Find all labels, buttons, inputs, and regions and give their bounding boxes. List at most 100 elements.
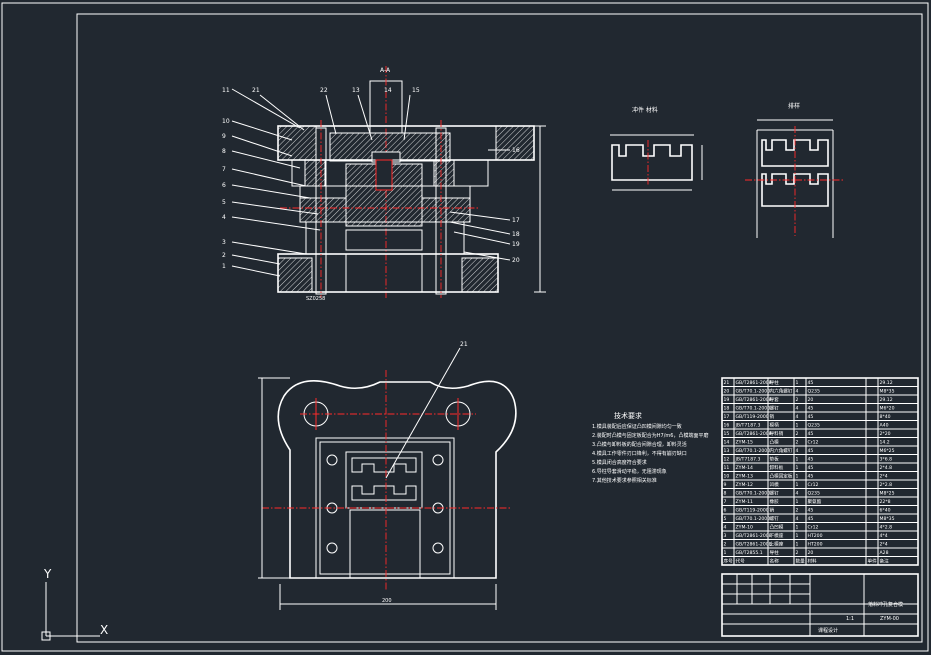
bom-cell: 11 xyxy=(724,465,730,471)
bom-cell: 1 xyxy=(796,457,799,463)
svg-text:6.导柱导套滑动平稳，无阻滞现象: 6.导柱导套滑动平稳，无阻滞现象 xyxy=(592,468,667,475)
bom-cell: GB/T2861-2008 xyxy=(736,431,772,437)
bom-cell: GB/T70.1-2000 xyxy=(736,516,771,522)
bom-cell: Q235 xyxy=(808,423,820,429)
bom-cell: GB/T2855.1 xyxy=(736,550,763,556)
ucs-axis-icon: Y X xyxy=(41,567,108,641)
svg-text:14: 14 xyxy=(384,87,392,94)
bom-cell: 6*40 xyxy=(880,508,891,514)
bom-cell: ZYM-12 xyxy=(736,482,753,488)
bom-cell: 20 xyxy=(808,397,814,403)
bom-cell: 5 xyxy=(724,516,727,522)
svg-text:5.模具闭合高度符合要求: 5.模具闭合高度符合要求 xyxy=(592,459,647,466)
bom-cell: GB/T119-2000 xyxy=(736,508,769,514)
bom-cell: 2 xyxy=(796,508,799,514)
bom-cell: 29.12 xyxy=(880,397,893,403)
bom-header-cell: 名称 xyxy=(770,558,780,565)
title-block[interactable]: 落料冲孔复合模 ZYM-00 1:1 课程设计 xyxy=(721,573,919,637)
part-label: 冲件 材料 xyxy=(632,106,658,114)
bom-cell: 凹模 xyxy=(770,481,780,488)
bom-cell: Q235 xyxy=(808,389,820,395)
bom-cell: 导柱 xyxy=(770,379,780,386)
bom-header-cell: 材料 xyxy=(808,558,818,565)
bom-cell: 10 xyxy=(724,474,730,480)
svg-text:2.装配时凸模与固定板配合为H7/m6，凸模端面平磨: 2.装配时凸模与固定板配合为H7/m6，凸模端面平磨 xyxy=(592,432,708,439)
bom-cell: GB/T70.1-2000 xyxy=(736,448,771,454)
bom-cell: 14.2 xyxy=(880,440,890,446)
svg-text:5: 5 xyxy=(222,199,226,206)
bom-cell: Cr12 xyxy=(808,482,819,488)
section-dim-label: SZ0258 xyxy=(306,296,325,302)
svg-text:4.模具工作零件刃口锋利，不得有崩刃缺口: 4.模具工作零件刃口锋利，不得有崩刃缺口 xyxy=(592,450,687,457)
bom-cell: 16 xyxy=(724,423,730,429)
bom-cell: 4 xyxy=(796,448,799,454)
bom-cell: Q235 xyxy=(808,491,820,497)
top-label-aa: A-A xyxy=(380,67,391,74)
bom-cell: 销 xyxy=(770,413,775,420)
bom-cell: GB/T70.1-2000 xyxy=(736,406,771,412)
bom-header-cell: 代号 xyxy=(736,558,746,565)
bom-cell: HT200 xyxy=(808,533,823,539)
inner-frame xyxy=(76,13,923,643)
svg-text:22: 22 xyxy=(320,87,328,94)
bom-cell: 1 xyxy=(796,482,799,488)
bom-cell: 4 xyxy=(796,414,799,420)
bom-cell: 凸模 xyxy=(770,439,780,446)
bom-cell: 1 xyxy=(796,423,799,429)
svg-text:7: 7 xyxy=(222,166,226,173)
layout-label: 排样 xyxy=(788,102,800,110)
drawing-scale: 1:1 xyxy=(846,616,854,622)
bom-cell: M6*20 xyxy=(880,406,895,412)
bom-header-cell: 数量 xyxy=(796,558,806,565)
bom-cell: GB/T2861-2008 xyxy=(736,542,772,548)
bom-cell: 4*4 xyxy=(880,533,888,539)
bom-cell: 4*2.8 xyxy=(880,525,893,531)
top-callouts: 21 22 13 14 15 xyxy=(252,87,420,141)
bom-cell: 垫板 xyxy=(770,456,780,463)
technical-notes: 技术要求 1.模具装配后应保证凸凹模间隙均匀一致 2.装配时凸模与固定板配合为H… xyxy=(592,411,708,484)
bom-cell: 凸凹模 xyxy=(770,524,784,531)
bom-cell: 1 xyxy=(796,525,799,531)
bom-cell: 螺钉 xyxy=(770,405,780,412)
section-view-assembly[interactable]: A-A SZ0258 xyxy=(277,66,546,302)
bom-cell: 9 xyxy=(724,482,727,488)
bom-cell: ZYM-15 xyxy=(736,440,753,446)
svg-text:11: 11 xyxy=(222,87,230,94)
school-name: 课程设计 xyxy=(818,627,838,634)
plan-callout: 21 xyxy=(460,341,468,348)
bom-cell: 卸料板 xyxy=(770,464,784,471)
svg-text:17: 17 xyxy=(512,217,520,224)
bom-cell: 2 xyxy=(796,550,799,556)
svg-text:2: 2 xyxy=(222,252,226,259)
bom-cell: 2 xyxy=(724,542,727,548)
bom-cell: 29.12 xyxy=(880,380,893,386)
bom-cell: 4 xyxy=(796,389,799,395)
bom-cell: 凸模固定板 xyxy=(770,473,793,480)
bom-cell: 导料销 xyxy=(770,430,784,437)
bom-cell: 1 xyxy=(796,533,799,539)
bom-cell: 45 xyxy=(808,465,814,471)
bom-cell: GB/T119-2000 xyxy=(736,414,769,420)
bom-cell: 模柄 xyxy=(770,422,780,429)
svg-text:13: 13 xyxy=(352,87,360,94)
plan-view[interactable]: 200 21 xyxy=(258,341,517,610)
bom-cell: 6 xyxy=(724,508,727,514)
bom-cell: GB/T2861-2008 xyxy=(736,397,772,403)
bom-cell: 15 xyxy=(724,431,730,437)
notes-title: 技术要求 xyxy=(614,411,642,420)
bom-cell: 2*4 xyxy=(880,474,888,480)
svg-text:9: 9 xyxy=(222,133,226,140)
bom-cell: 上模座 xyxy=(770,541,784,548)
svg-text:19: 19 xyxy=(512,241,520,248)
svg-text:3: 3 xyxy=(222,239,226,246)
bom-cell: 45 xyxy=(808,380,814,386)
plan-width-dim: 200 xyxy=(382,598,392,604)
bom-cell: ZYM-13 xyxy=(736,474,753,480)
bom-cell: 12 xyxy=(724,457,730,463)
bom-cell: 45 xyxy=(808,508,814,514)
strip-layout[interactable]: 排样 xyxy=(745,102,845,238)
part-drawing[interactable]: 冲件 材料 xyxy=(610,106,703,191)
